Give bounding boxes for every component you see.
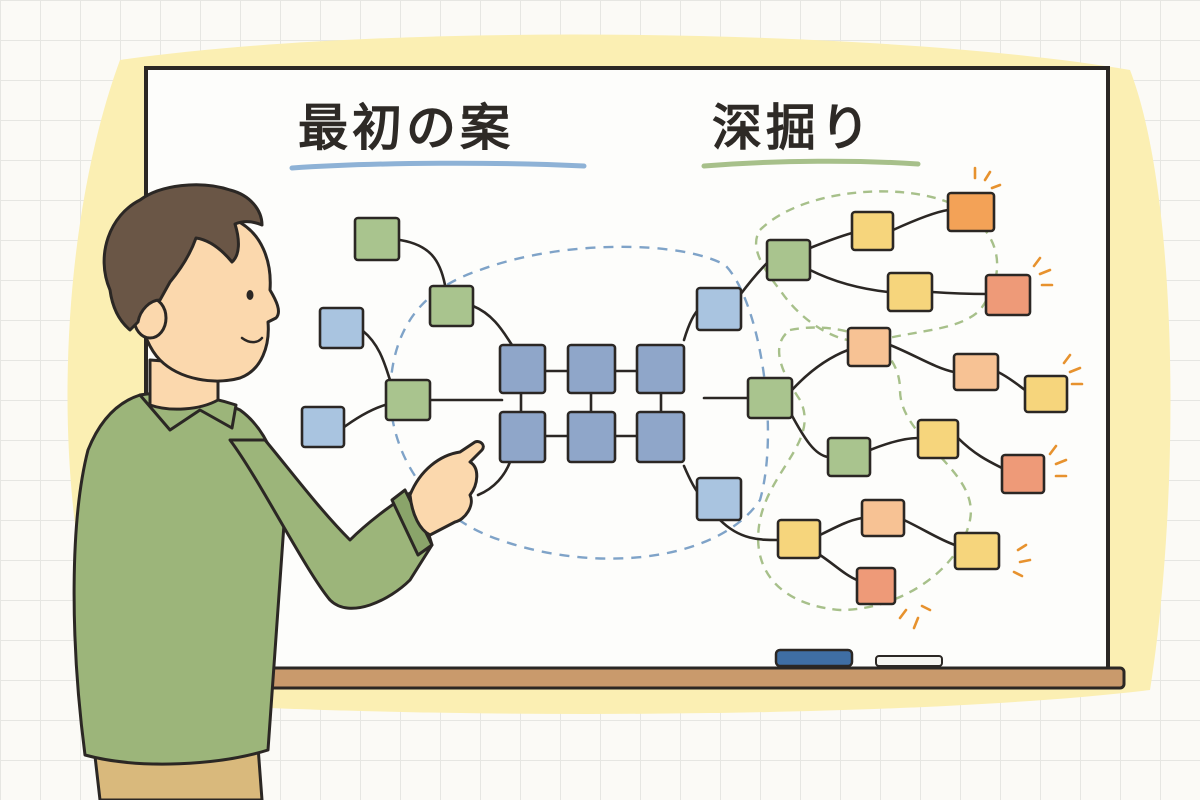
node-blue (695, 286, 743, 332)
node-center (498, 410, 547, 464)
hair (102, 183, 264, 332)
node-coral (984, 273, 1032, 317)
node-coral (855, 566, 897, 606)
sparkle-icons (898, 166, 1084, 630)
node-center (635, 343, 686, 395)
node-green (746, 376, 794, 420)
marker-tray (266, 666, 1126, 690)
node-center (498, 343, 547, 395)
cluster-outline-deep-top (754, 190, 999, 344)
node-center (566, 410, 617, 464)
node-peach (860, 498, 906, 538)
arm (228, 438, 434, 610)
heading-first-idea: 最初の案 (298, 99, 514, 157)
shirt (72, 392, 287, 766)
underline-green (701, 158, 921, 169)
node-peach (952, 352, 1000, 392)
person (72, 183, 485, 800)
node-green (826, 436, 872, 478)
node-coral (1000, 453, 1046, 495)
hand (408, 440, 485, 537)
heading-deep-dive: 深掘り (712, 99, 874, 157)
node-yellow (1023, 374, 1069, 414)
node-blue (695, 476, 743, 522)
node-blue (318, 306, 365, 350)
node-peach (846, 326, 892, 368)
underline-blue (289, 160, 587, 171)
node-orange (946, 191, 996, 233)
eye (246, 290, 254, 300)
marker (875, 655, 943, 667)
node-blue (300, 405, 346, 449)
connectors (338, 208, 1027, 582)
node-center (566, 343, 617, 395)
eraser (774, 648, 854, 668)
node-yellow (886, 271, 934, 313)
node-yellow (850, 210, 895, 252)
nodes-initial (300, 216, 743, 522)
node-green (353, 216, 401, 262)
node-center (635, 410, 686, 464)
node-green (384, 378, 432, 422)
mouth (240, 336, 264, 344)
nodes-deep-dive (746, 191, 1069, 606)
node-yellow (776, 518, 822, 560)
node-yellow (916, 418, 960, 460)
node-green (765, 238, 812, 282)
node-green (428, 284, 475, 328)
node-yellow (953, 531, 1001, 571)
